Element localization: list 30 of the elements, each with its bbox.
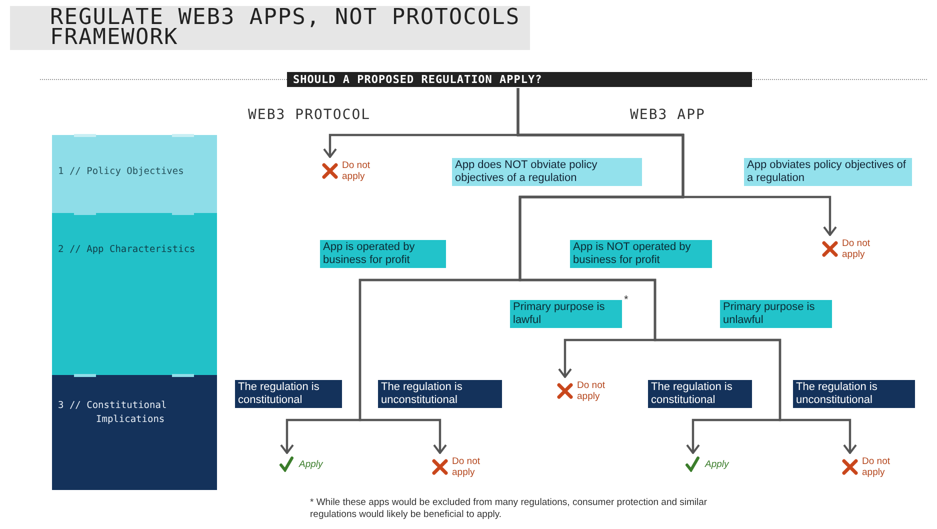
column-heading: WEB3 PROTOCOL — [248, 107, 371, 123]
condition-callout: The regulation is constitutional — [648, 380, 752, 408]
stage-band — [52, 135, 217, 213]
stage-band — [52, 375, 217, 490]
condition-callout: App is operated by business for profit — [320, 240, 446, 268]
footnote-mark: * — [624, 294, 628, 306]
outcome-label: Do not apply — [577, 380, 606, 402]
column-heading: WEB3 APP — [630, 107, 706, 123]
outcome-label: Apply — [299, 458, 324, 470]
question-banner: SHOULD A PROPOSED REGULATION APPLY? — [287, 72, 752, 87]
outcome-label: Do not apply — [452, 456, 481, 478]
stage-band — [52, 213, 217, 375]
flow-arrow — [516, 88, 857, 454]
condition-callout: Primary purpose is unlawful — [720, 300, 832, 328]
condition-callout: The regulation is unconstitutional — [378, 380, 502, 408]
title: REGULATE WEB3 APPS, NOT PROTOCOLS FRAMEWORK — [10, 6, 530, 50]
condition-callout: App is NOT operated by business for profit — [570, 240, 712, 268]
outcome-label: Do not apply — [342, 160, 371, 182]
condition-callout: Primary purpose is lawful — [510, 300, 622, 328]
condition-callout: The regulation is unconstitutional — [793, 380, 915, 408]
condition-callout: App obviates policy objectives of a regulation — [744, 158, 912, 186]
stage-label: 3 // Constitutional Implications — [58, 399, 168, 427]
outcome-label: Do not apply — [862, 456, 891, 478]
stage-label: 2 // App Characteristics — [58, 243, 196, 257]
stage-label: 1 // Policy Objectives — [58, 165, 185, 179]
condition-callout: The regulation is constitutional — [235, 380, 342, 408]
condition-callout: App does NOT obviate policy objectives of a regulation — [452, 158, 642, 186]
outcome-label: Do not apply — [842, 238, 871, 260]
footnote: * While these apps would be excluded from many regulations, consumer protection and similar regulations would likely be beneficial to apply. — [310, 497, 708, 521]
outcome-label: Apply — [705, 458, 730, 470]
